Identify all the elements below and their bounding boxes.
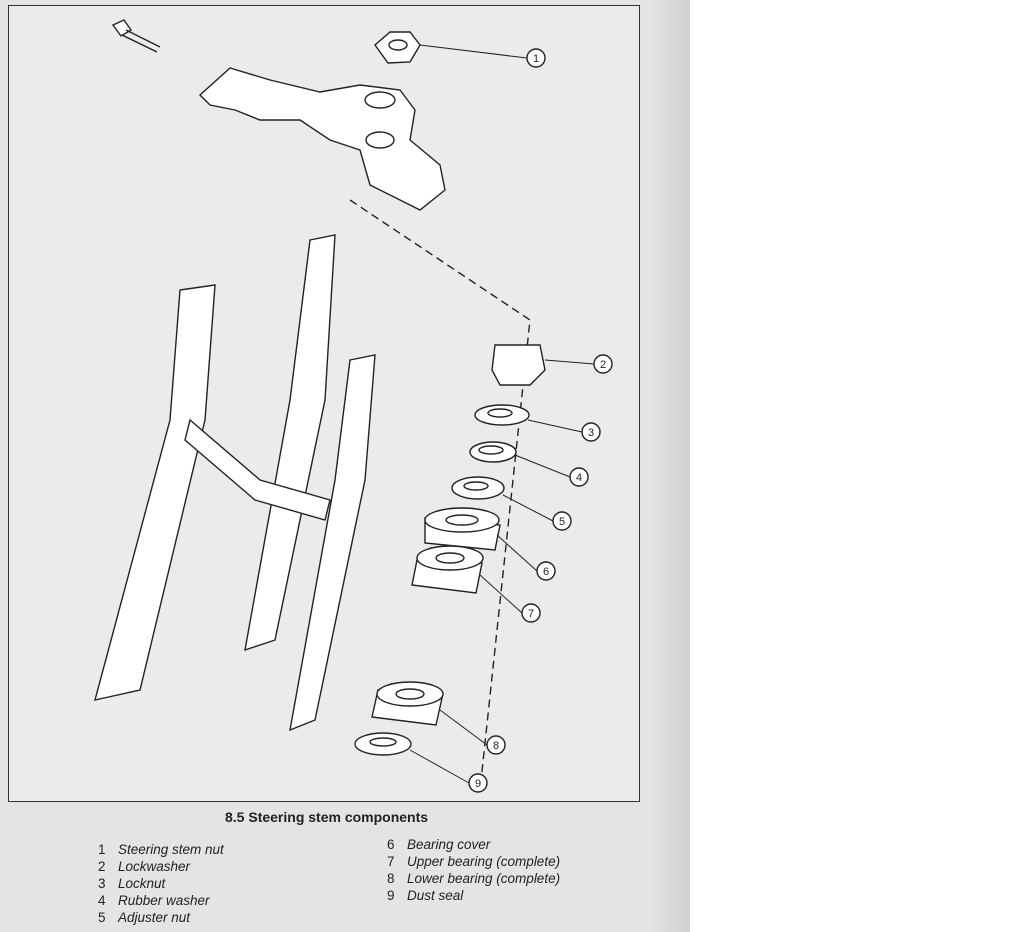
callout-label: 8 [493, 740, 499, 752]
legend-item: 1 Steering stem nut [98, 841, 224, 858]
callout-1: 1 [526, 48, 546, 68]
figure-caption: 8.5 Steering stem components [225, 809, 429, 825]
legend-right: 6 Bearing cover 7 Upper bearing (complete)… [387, 836, 560, 904]
callout-9: 9 [468, 773, 488, 793]
callout-label: 4 [576, 472, 582, 484]
callout-label: 3 [588, 427, 594, 439]
legend-number: 4 [98, 893, 106, 908]
legend-item: 4 Rubber washer [98, 892, 224, 909]
legend-item: 5 Adjuster nut [98, 909, 224, 926]
legend-label: Upper bearing (complete) [407, 854, 561, 869]
legend-item: 3 Locknut [98, 875, 224, 892]
legend-item: 6 Bearing cover [387, 836, 560, 853]
exploded-diagram: 1 2 3 4 5 6 7 8 9 [94, 19, 613, 793]
legend-label: Lower bearing (complete) [407, 871, 561, 886]
callout-markers: 1 2 3 4 5 6 7 8 9 [468, 48, 613, 793]
callout-label: 7 [528, 608, 534, 620]
callout-label: 2 [600, 359, 606, 371]
legend-number: 1 [98, 842, 106, 857]
legend-label: Locknut [118, 876, 166, 891]
callout-5: 5 [552, 511, 572, 531]
legend-label: Rubber washer [118, 893, 210, 908]
callout-3: 3 [581, 422, 601, 442]
bolt-drawing [111, 19, 161, 53]
legend-number: 3 [98, 876, 106, 891]
legend-number: 6 [387, 837, 395, 852]
callout-label: 6 [543, 566, 549, 578]
callout-7: 7 [521, 603, 541, 623]
stem-nut-drawing [374, 31, 421, 64]
legend-number: 9 [387, 888, 395, 903]
legend-label: Adjuster nut [118, 910, 191, 925]
parts-stack [354, 344, 546, 756]
legend-label: Bearing cover [407, 837, 491, 852]
leader-lines [409, 44, 595, 784]
callout-2: 2 [593, 354, 613, 374]
callout-label: 1 [533, 53, 539, 65]
legend-item: 9 Dust seal [387, 887, 560, 904]
legend-label: Dust seal [407, 888, 464, 903]
callout-8: 8 [486, 735, 506, 755]
legend-number: 7 [387, 854, 395, 869]
legend-number: 8 [387, 871, 395, 886]
legend-number: 5 [98, 910, 106, 925]
legend-item: 8 Lower bearing (complete) [387, 870, 560, 887]
stem-axis-line [349, 199, 531, 791]
callout-4: 4 [569, 467, 589, 487]
callout-label: 5 [559, 516, 565, 528]
callout-6: 6 [536, 561, 556, 581]
callout-label: 9 [475, 778, 481, 790]
legend-label: Steering stem nut [118, 842, 224, 857]
lower-yoke-and-stem-drawing [94, 234, 376, 732]
legend-label: Lockwasher [118, 859, 191, 874]
top-yoke-drawing [198, 67, 446, 211]
legend-number: 2 [98, 859, 106, 874]
legend-item: 7 Upper bearing (complete) [387, 853, 560, 870]
legend-item: 2 Lockwasher [98, 858, 224, 875]
